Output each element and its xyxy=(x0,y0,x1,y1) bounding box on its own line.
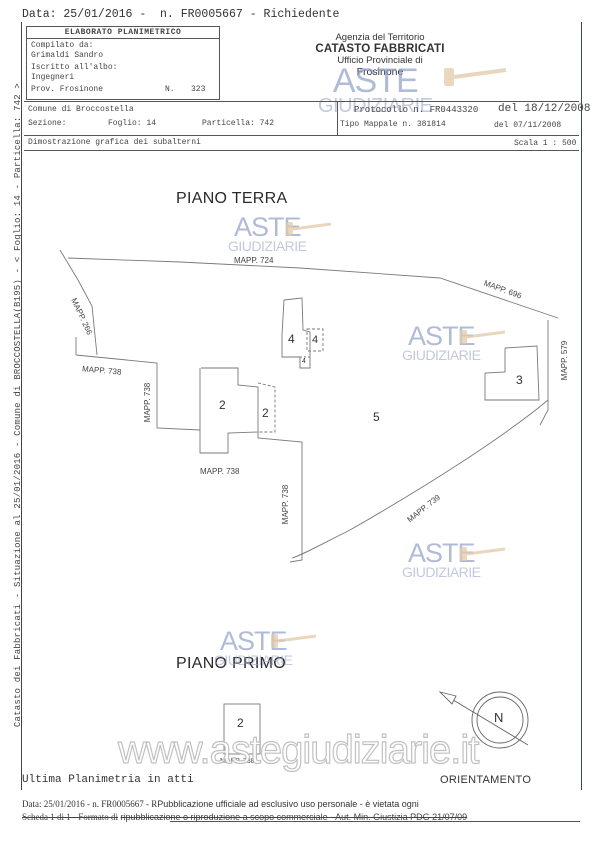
scale-label: Scala 1 : 500 xyxy=(514,139,577,148)
num-label: N. xyxy=(165,85,175,94)
foglio-label: Foglio: 14 xyxy=(108,119,157,128)
catasto-title: CATASTO FABBRICATI xyxy=(315,43,445,55)
comune-label: Comune di Broccostella xyxy=(28,105,134,114)
request-header: Data: 25/01/2016 - n. FR0005667 - Richie… xyxy=(22,8,340,21)
info-box: Comune di Broccostella Sezione: Foglio: … xyxy=(24,101,590,151)
mapp-738-label: MAPP. 738 xyxy=(220,758,255,765)
piano-primo-title: PIANO PRIMO xyxy=(176,655,286,672)
compilato-value: Grimaldi Sandro xyxy=(31,50,104,60)
dimostrazione-label: Dimostrazione grafica dei subalterni xyxy=(28,138,201,147)
unit-2-label: 2 xyxy=(262,406,269,420)
protocollo-date: del 18/12/2008 xyxy=(498,103,591,115)
footer-scheda: Scheda 1 di 1 - Formato di xyxy=(22,812,118,822)
prov-label: Prov. Frosinone xyxy=(31,85,104,94)
site-url-watermark: www.astegiudiziarie.it xyxy=(117,727,480,772)
north-label: N xyxy=(494,710,504,725)
compilato-label: Compilato da: xyxy=(31,41,94,50)
gavel-icon xyxy=(444,68,507,86)
iscritto-label: Iscritto all'albo: xyxy=(31,63,118,72)
mapp-738-label: MAPP. 738 xyxy=(143,382,153,423)
footer-divider xyxy=(170,821,580,822)
document-frame xyxy=(21,22,582,790)
compass-icon xyxy=(438,691,529,749)
mapp-738-label: MAPP. 738 xyxy=(200,467,240,476)
footer-request: Data: 25/01/2016 - n. FR0005667 - R xyxy=(22,799,158,809)
unit-5-label: 5 xyxy=(373,410,380,424)
ufficio-label: Ufficio Provinciale di xyxy=(337,55,423,66)
elaborato-box: ELABORATO PLANIMETRICO Compilato da: Gri… xyxy=(26,26,220,100)
particella-label: Particella: 742 xyxy=(202,119,275,128)
mapp-724-label: MAPP. 724 xyxy=(234,256,274,265)
unit-4-label: 4 xyxy=(312,334,319,346)
gavel-icon xyxy=(460,330,506,344)
gavel-icon xyxy=(460,547,506,561)
num-value: 323 xyxy=(191,85,206,94)
iscritto-value: Ingegneri xyxy=(31,72,75,82)
footer-notice-2: ripubblicazione o riproduzione a scopo c… xyxy=(120,812,468,822)
protocollo-label: Protocollo n. FR0443320 xyxy=(354,105,479,115)
gavel-icon xyxy=(271,634,317,648)
tipo-mappale-date: del 07/11/2008 xyxy=(494,121,562,130)
agency-name: Agenzia del Territorio xyxy=(335,32,425,43)
footer-line-2: Scheda 1 di 1 - Formato di ripubblicazio… xyxy=(22,812,467,822)
agency-header: Agenzia del Territorio CATASTO FABBRICAT… xyxy=(300,32,460,78)
gavel-icon xyxy=(286,222,332,236)
ufficio-city: Frosinone xyxy=(356,66,404,78)
unit-3-label: 3 xyxy=(516,373,523,387)
footer-line-1: Data: 25/01/2016 - n. FR0005667 - RPubbl… xyxy=(22,799,419,809)
unit-2-label: 2 xyxy=(219,398,226,412)
tipo-mappale-label: Tipo Mappale n. 381814 xyxy=(340,120,446,129)
footer-notice: Pubblicazione ufficiale ad esclusivo uso… xyxy=(157,799,419,809)
unit-2-primo-label: 2 xyxy=(237,716,244,730)
orientation-label: ORIENTAMENTO xyxy=(440,774,532,786)
elaborato-title: ELABORATO PLANIMETRICO xyxy=(27,27,219,39)
piano-terra-title: PIANO TERRA xyxy=(176,190,288,207)
unit-4-label: 4 xyxy=(302,358,306,365)
mapp-738-label: MAPP. 738 xyxy=(281,484,291,525)
sezione-label: Sezione: xyxy=(28,119,67,128)
unit-4-label: 4 xyxy=(288,332,295,346)
last-plan-label: Ultima Planimetria in atti xyxy=(22,774,194,786)
mapp-579-label: MAPP. 579 xyxy=(560,340,570,381)
